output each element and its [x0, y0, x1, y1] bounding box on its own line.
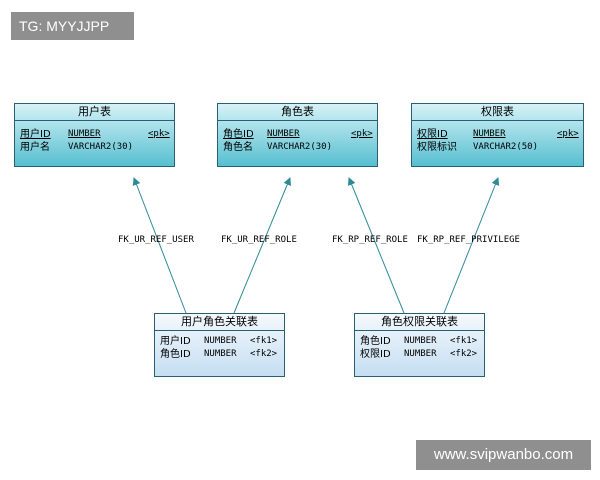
entity-role-row-2: 角色名 VARCHAR2(30): [221, 141, 374, 154]
entity-role-row-1: 角色ID NUMBER <pk>: [221, 128, 374, 141]
column-name: 权限标识: [417, 142, 457, 153]
column-type: NUMBER: [204, 349, 237, 359]
column-name: 用户名: [20, 142, 50, 153]
entity-user-role-title: 用户角色关联表: [155, 314, 284, 331]
column-key: <fk1>: [250, 336, 278, 346]
fk-rp-ref-role-label: FK_RP_REF_ROLE: [332, 235, 408, 245]
entity-role: 角色表 角色ID NUMBER <pk> 角色名 VARCHAR2(30): [217, 103, 378, 167]
watermark-top-left: TG: MYYJJPP: [11, 12, 134, 40]
entity-role-privilege-row-2: 权限ID NUMBER <fk2>: [358, 348, 481, 361]
column-name: 用户ID: [160, 336, 191, 347]
entity-role-privilege-title: 角色权限关联表: [355, 314, 484, 331]
entity-user-title: 用户表: [15, 104, 174, 121]
column-key: <fk2>: [250, 349, 278, 359]
column-name: 角色名: [223, 142, 253, 153]
column-name: 权限ID: [360, 349, 391, 360]
column-name: 用户ID: [20, 129, 51, 140]
column-key: <pk>: [148, 129, 170, 139]
entity-user-role: 用户角色关联表 用户ID NUMBER <fk1> 角色ID NUMBER <f…: [154, 313, 285, 377]
entity-role-privilege-row-1: 角色ID NUMBER <fk1>: [358, 335, 481, 348]
column-type: NUMBER: [404, 349, 437, 359]
column-type: NUMBER: [68, 129, 101, 139]
column-type: NUMBER: [473, 129, 506, 139]
column-name: 角色ID: [160, 349, 191, 360]
fk-ur-ref-user-line: [132, 177, 187, 314]
entity-user-row-2: 用户名 VARCHAR2(30): [18, 141, 171, 154]
column-key: <pk>: [557, 129, 579, 139]
entity-privilege: 权限表 权限ID NUMBER <pk> 权限标识 VARCHAR2(50): [411, 103, 584, 167]
fk-rp-ref-privilege-line: [443, 177, 500, 314]
fk-rp-ref-role-line: [347, 177, 405, 314]
column-key: <pk>: [351, 129, 373, 139]
column-type: VARCHAR2(30): [267, 142, 333, 152]
entity-privilege-row-1: 权限ID NUMBER <pk>: [415, 128, 580, 141]
entity-privilege-title: 权限表: [412, 104, 583, 121]
fk-ur-ref-role-label: FK_UR_REF_ROLE: [221, 235, 297, 245]
column-key: <fk1>: [450, 336, 478, 346]
entity-role-privilege: 角色权限关联表 角色ID NUMBER <fk1> 权限ID NUMBER <f…: [354, 313, 485, 377]
column-name: 权限ID: [417, 129, 448, 140]
column-type: NUMBER: [204, 336, 237, 346]
fk-rp-ref-privilege-label: FK_RP_REF_PRIVILEGE: [417, 235, 520, 245]
entity-user-role-row-1: 用户ID NUMBER <fk1>: [158, 335, 281, 348]
column-type: VARCHAR2(50): [473, 142, 539, 152]
fk-ur-ref-user-label: FK_UR_REF_USER: [118, 235, 194, 245]
column-type: NUMBER: [404, 336, 437, 346]
entity-role-title: 角色表: [218, 104, 377, 121]
entity-user-row-1: 用户ID NUMBER <pk>: [18, 128, 171, 141]
entity-user-role-row-2: 角色ID NUMBER <fk2>: [158, 348, 281, 361]
column-type: NUMBER: [267, 129, 300, 139]
fk-ur-ref-role-line: [233, 177, 292, 314]
entity-privilege-row-2: 权限标识 VARCHAR2(50): [415, 141, 580, 154]
column-type: VARCHAR2(30): [68, 142, 134, 152]
column-name: 角色ID: [360, 336, 391, 347]
column-key: <fk2>: [450, 349, 478, 359]
entity-user: 用户表 用户ID NUMBER <pk> 用户名 VARCHAR2(30): [14, 103, 175, 167]
column-name: 角色ID: [223, 129, 254, 140]
watermark-bottom-right: www.svipwanbo.com: [416, 440, 591, 470]
